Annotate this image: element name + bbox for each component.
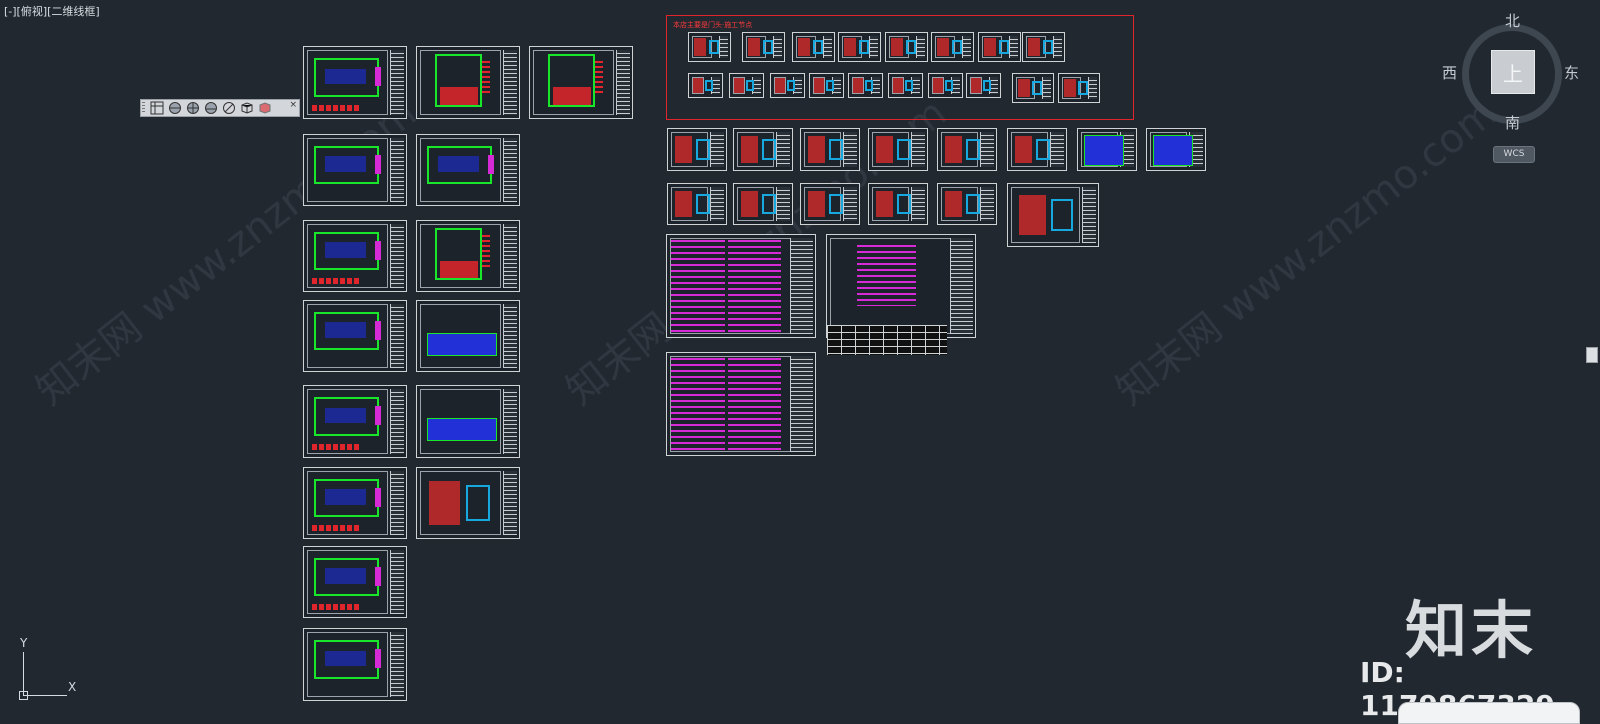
wcs-menu[interactable]: WCS xyxy=(1493,146,1535,163)
drawing-sheet[interactable] xyxy=(1058,73,1100,103)
drawing-sheet[interactable] xyxy=(303,546,407,618)
drawing-sheet[interactable] xyxy=(416,385,520,458)
drawing-sheet[interactable] xyxy=(416,134,520,206)
drawing-sheet[interactable] xyxy=(303,220,407,292)
compass-ring[interactable] xyxy=(1462,24,1562,124)
view-cube-top-face[interactable]: 上 xyxy=(1491,50,1535,94)
drawing-sheet[interactable] xyxy=(1077,128,1137,171)
drawing-sheet[interactable] xyxy=(928,73,963,98)
drawing-sheet[interactable] xyxy=(416,300,520,372)
drawing-sheet[interactable] xyxy=(792,32,835,62)
drawing-sheet[interactable] xyxy=(742,32,785,62)
drawing-sheet[interactable] xyxy=(303,300,407,372)
compass-south[interactable]: 南 xyxy=(1505,114,1521,132)
notes-sheet[interactable] xyxy=(666,352,816,456)
view-top-icon[interactable] xyxy=(149,101,165,115)
compass-east[interactable]: 东 xyxy=(1564,64,1580,82)
ucs-y-label: Y xyxy=(20,636,28,650)
drawing-sheet[interactable] xyxy=(868,128,928,171)
orbit-icon[interactable] xyxy=(203,101,219,115)
drawing-sheet[interactable] xyxy=(937,183,997,225)
drawing-sheet[interactable] xyxy=(838,32,881,62)
drawing-sheet[interactable] xyxy=(529,46,633,119)
drawing-sheet[interactable] xyxy=(303,46,407,119)
drawing-sheet[interactable] xyxy=(931,32,974,62)
drawing-sheet[interactable] xyxy=(416,220,520,292)
close-icon[interactable]: × xyxy=(289,100,297,110)
ucs-icon: Y X xyxy=(14,636,84,702)
drawing-sheet[interactable] xyxy=(733,183,793,225)
view-toolbar: × xyxy=(140,99,300,117)
toolbar-grip[interactable] xyxy=(142,102,145,114)
viewport-label[interactable]: [-][俯视][二维线框] xyxy=(4,5,100,18)
drawing-sheet[interactable] xyxy=(667,128,727,171)
cube-icon[interactable] xyxy=(257,101,273,115)
iso-icon[interactable] xyxy=(221,101,237,115)
drawing-sheet[interactable] xyxy=(688,73,723,98)
orbit-icon[interactable] xyxy=(185,101,201,115)
drawing-sheet[interactable] xyxy=(770,73,805,98)
drawing-sheet[interactable] xyxy=(937,128,997,171)
drawing-sheet[interactable] xyxy=(868,183,928,225)
drawing-sheet[interactable] xyxy=(733,128,793,171)
box-icon[interactable] xyxy=(239,101,255,115)
drawing-sheet[interactable] xyxy=(1022,32,1065,62)
notification-popup[interactable] xyxy=(1398,702,1580,724)
drawing-sheet[interactable] xyxy=(848,73,883,98)
drawing-sheet[interactable] xyxy=(729,73,764,98)
group-title: 本店主要是门头·施工节点 xyxy=(673,21,753,29)
drawing-sheet[interactable] xyxy=(1146,128,1206,171)
drawing-sheet[interactable] xyxy=(303,628,407,701)
drawing-sheet[interactable] xyxy=(1012,73,1054,103)
ucs-x-label: X xyxy=(68,680,77,694)
compass-west[interactable]: 西 xyxy=(1442,64,1458,82)
notes-sheet[interactable] xyxy=(666,234,816,338)
red-group-frame: 本店主要是门头·施工节点 xyxy=(666,15,1134,120)
drawing-sheet[interactable] xyxy=(303,134,407,206)
drawing-sheet[interactable] xyxy=(303,467,407,539)
compass-north[interactable]: 北 xyxy=(1505,12,1521,30)
drawing-sheet[interactable] xyxy=(800,128,860,171)
vertical-scrollbar-thumb[interactable] xyxy=(1586,347,1598,363)
drawing-sheet[interactable] xyxy=(688,32,731,62)
drawing-sheet[interactable] xyxy=(885,32,928,62)
drawing-sheet[interactable] xyxy=(978,32,1021,62)
drawing-sheet[interactable] xyxy=(888,73,923,98)
drawing-sheet[interactable] xyxy=(667,183,727,225)
orbit-icon[interactable] xyxy=(167,101,183,115)
drawing-sheet[interactable] xyxy=(1007,128,1067,171)
drawing-sheet[interactable] xyxy=(416,46,520,119)
drawing-sheet[interactable] xyxy=(303,385,407,458)
drawing-sheet[interactable] xyxy=(1007,183,1099,247)
notes-sheet[interactable] xyxy=(826,234,976,355)
drawing-sheet[interactable] xyxy=(809,73,844,98)
drawing-sheet[interactable] xyxy=(966,73,1001,98)
view-cube[interactable]: 上 北 南 西 东 xyxy=(1442,12,1579,132)
brand-logo: 知末 xyxy=(1405,594,1538,667)
drawing-sheet[interactable] xyxy=(800,183,860,225)
drawing-sheet[interactable] xyxy=(416,467,520,539)
